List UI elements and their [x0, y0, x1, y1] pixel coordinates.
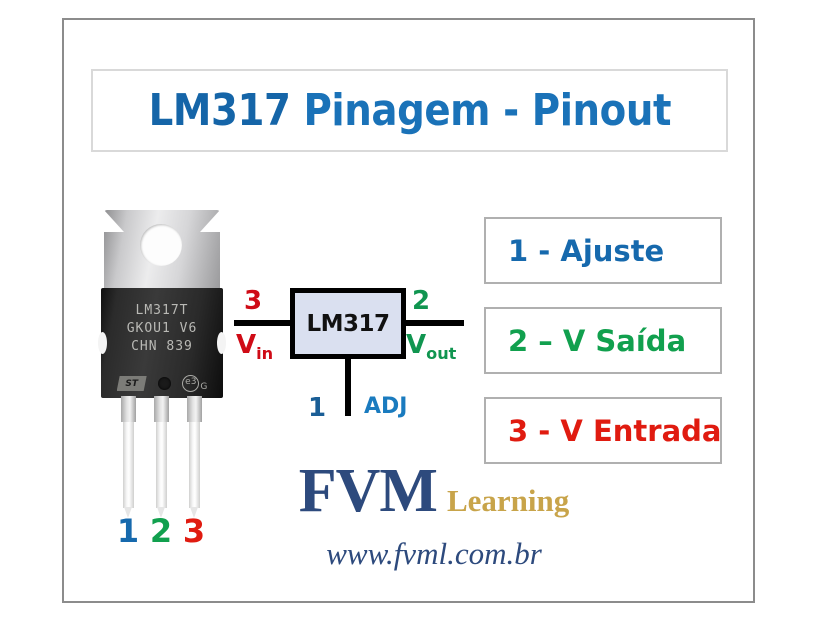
- wire-vin: [234, 320, 292, 326]
- package-notch-right: [217, 332, 226, 354]
- page-title: LM317 Pinagem - Pinout: [148, 85, 671, 136]
- package-marking-line3: CHN 839: [131, 339, 193, 354]
- package-dot-mark-icon: [157, 377, 171, 390]
- schematic-pin2-number: 2: [412, 286, 431, 316]
- st-logo-icon: ST: [116, 376, 147, 391]
- schematic-pin3-number: 3: [244, 286, 263, 316]
- vin-subscript: in: [256, 344, 274, 364]
- legend-item-pin2: 2 – V Saída: [484, 307, 722, 374]
- brand-logo-row: FVM Learning: [269, 460, 599, 522]
- package-pin-number-1: 1: [116, 512, 140, 550]
- package-marking-line2: GKOU1 V6: [126, 321, 198, 336]
- poster-frame: LM317 Pinagem - Pinout LM317T GKOU1 V6 C…: [62, 18, 755, 603]
- package-leg-1: [121, 396, 136, 518]
- brand-block: FVM Learning www.fvml.com.br: [269, 460, 599, 580]
- pinout-schematic: LM317 3 Vin 2 Vout 1 ADJ: [234, 270, 504, 445]
- wire-vout: [404, 320, 464, 326]
- schematic-pin1-label: ADJ: [364, 394, 408, 419]
- brand-website-url: www.fvml.com.br: [326, 536, 542, 571]
- vout-subscript: out: [426, 344, 457, 364]
- e3-circle-icon: e3: [182, 375, 200, 392]
- brand-name: FVM: [298, 457, 438, 525]
- legend-item-pin1: 1 - Ajuste: [484, 217, 722, 284]
- package-logo-row: ST e3 G: [101, 375, 223, 392]
- package-legs: [101, 396, 223, 518]
- wire-adj: [345, 356, 351, 416]
- package-notch-left: [98, 332, 107, 354]
- title-banner: LM317 Pinagem - Pinout: [91, 69, 728, 152]
- legend-item-pin3: 3 - V Entrada: [484, 397, 722, 464]
- package-metal-tab: [104, 210, 220, 292]
- legend-item-pin3-label: 3 - V Entrada: [508, 413, 722, 448]
- to220-package-image: LM317T GKOU1 V6 CHN 839 ST e3 G 1 2 3: [93, 192, 239, 554]
- page-title-lead: LM317: [148, 85, 291, 136]
- chip-symbol-label: LM317: [306, 310, 390, 337]
- legend-item-pin2-label: 2 – V Saída: [508, 323, 687, 358]
- package-marking-line1: LM317T: [135, 303, 189, 318]
- package-body: LM317T GKOU1 V6 CHN 839 ST e3 G: [98, 288, 226, 398]
- schematic-pin2-label: Vout: [406, 332, 456, 362]
- g-mark-label: G: [200, 382, 208, 392]
- package-pin-number-3: 3: [182, 512, 206, 550]
- vout-letter: V: [406, 330, 427, 360]
- schematic-pin3-label: Vin: [236, 332, 273, 362]
- chip-symbol-box: LM317: [290, 288, 406, 359]
- package-pin-numbers: 1 2 3: [101, 514, 223, 554]
- schematic-pin1-number: 1: [308, 393, 327, 423]
- package-leg-2: [154, 396, 169, 518]
- brand-tagline: Learning: [446, 483, 570, 518]
- package-mounting-hole: [140, 224, 182, 266]
- package-marking-text: LM317T GKOU1 V6 CHN 839: [101, 302, 223, 356]
- legend-item-pin1-label: 1 - Ajuste: [508, 233, 665, 268]
- vin-letter: V: [236, 330, 257, 360]
- package-pin-number-2: 2: [149, 512, 173, 550]
- page-title-rest: Pinagem - Pinout: [290, 85, 671, 136]
- e3-compliance-mark: e3 G: [182, 375, 207, 392]
- package-leg-3: [187, 396, 202, 518]
